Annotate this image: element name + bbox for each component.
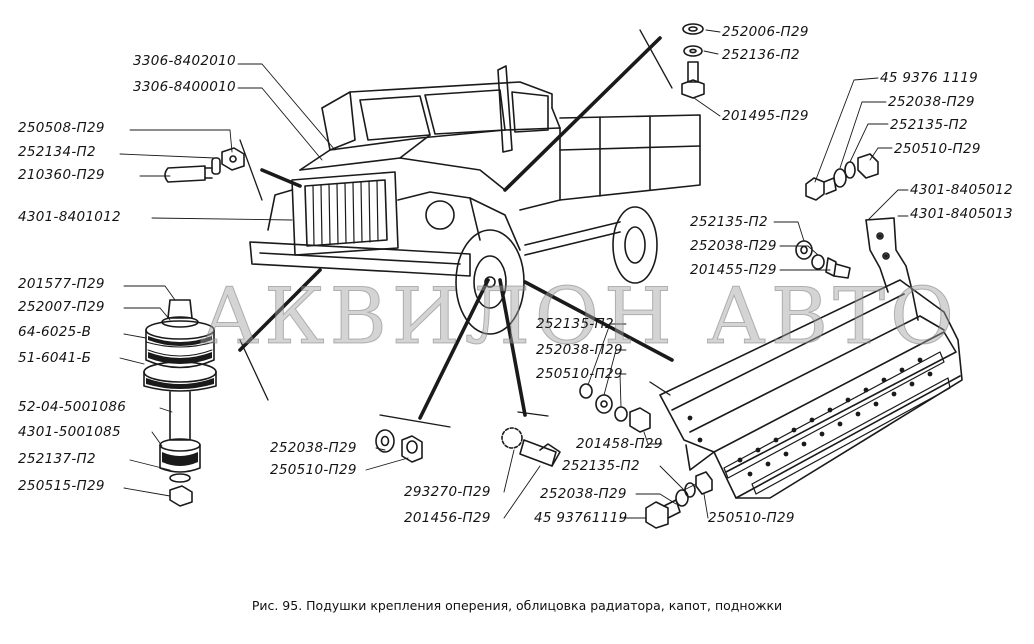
bottom-left-washer-nut xyxy=(375,429,423,463)
step-assembly xyxy=(659,217,963,499)
center-bolt-set xyxy=(579,383,651,433)
part-label: 252006-П29 xyxy=(722,24,809,40)
watermark: АКВИЛОН АВТО xyxy=(200,272,959,363)
part-label: 4301-8405013 xyxy=(910,206,1013,222)
step-holes xyxy=(687,234,933,477)
part-label: 201577-П29 xyxy=(18,276,105,292)
part-label: 201455-П29 xyxy=(690,262,777,278)
part-label: 252134-П2 xyxy=(18,144,96,160)
top-bolt-set xyxy=(681,23,705,99)
part-label: 201456-П29 xyxy=(404,510,491,526)
cushion-dark-fills xyxy=(146,336,214,466)
part-label: 4301-8401012 xyxy=(18,209,121,225)
lower-right-bolt-set xyxy=(645,471,713,529)
middle-right-bolt-set xyxy=(795,240,851,279)
part-label: 51-6041-Б xyxy=(18,350,92,366)
part-label: 252137-П2 xyxy=(18,451,96,467)
part-label: 250510-П29 xyxy=(536,366,623,382)
part-label: 293270-П29 xyxy=(404,484,491,500)
part-label: 252038-П29 xyxy=(536,342,623,358)
bottom-center-bolt xyxy=(501,427,561,467)
part-label: 45 9376 1119 xyxy=(880,70,979,86)
part-label: 252007-П29 xyxy=(18,299,105,315)
part-label: 250508-П29 xyxy=(18,120,105,136)
part-label: 252135-П2 xyxy=(690,214,768,230)
part-label: 64-6025-В xyxy=(18,324,92,340)
part-label: 201458-П29 xyxy=(576,436,663,452)
part-label: 3306-8400010 xyxy=(133,79,236,95)
part-label: 252136-П2 xyxy=(722,47,800,63)
part-label: 252135-П2 xyxy=(562,458,640,474)
truck-illustration xyxy=(249,65,701,335)
part-label: 45 93761119 xyxy=(534,510,628,526)
part-label: 4301-8405012 xyxy=(910,182,1013,198)
part-label: 252135-П2 xyxy=(890,117,968,133)
part-label: 201495-П29 xyxy=(722,108,809,124)
part-label: 250510-П29 xyxy=(270,462,357,478)
part-label: 250510-П29 xyxy=(708,510,795,526)
part-label: 210360-П29 xyxy=(18,167,105,183)
part-label: 252038-П29 xyxy=(540,486,627,502)
figure-caption: Рис. 95. Подушки крепления оперения, обл… xyxy=(251,598,783,613)
part-label: 250515-П29 xyxy=(18,478,105,494)
upper-left-bolt-set xyxy=(164,147,245,183)
part-label: 52-04-5001086 xyxy=(18,399,127,415)
part-label: 4301-5001085 xyxy=(18,424,121,440)
part-label: 252135-П2 xyxy=(536,316,614,332)
cushion-mount-assembly xyxy=(143,299,217,507)
part-label: 3306-8402010 xyxy=(133,53,236,69)
part-label: 252038-П29 xyxy=(690,238,777,254)
part-label: 252038-П29 xyxy=(270,440,357,456)
part-label: 252038-П29 xyxy=(888,94,975,110)
part-label: 250510-П29 xyxy=(894,141,981,157)
